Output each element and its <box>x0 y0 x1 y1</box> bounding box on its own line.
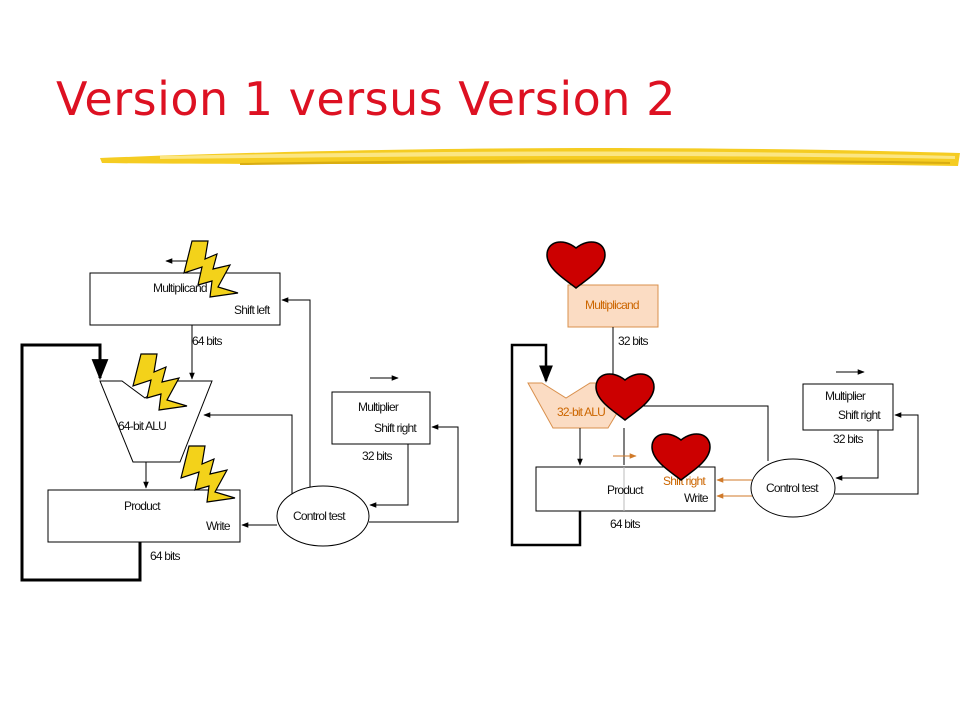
v2-product-shift: Shift right <box>663 474 706 488</box>
v2-multiplier-width: 32 bits <box>833 432 864 446</box>
version1-diagram: Multiplicand Shift left 64 bits 64-bit A… <box>20 240 459 582</box>
v2-product-width: 64 bits <box>610 517 641 531</box>
v1-alu-label: 64-bit ALU <box>118 419 166 433</box>
v2-multiplicand-width: 32 bits <box>618 334 649 348</box>
v2-multiplier-register <box>802 383 894 431</box>
v2-multiplicand-register <box>567 284 659 328</box>
v1-multiplicand-shift: Shift left <box>234 303 271 317</box>
v1-product-label: Product <box>124 499 161 513</box>
v1-multiplicand-label: Multiplicand <box>153 281 207 295</box>
v1-multiplier-register <box>331 391 431 445</box>
v2-control-test <box>750 458 836 518</box>
version2-diagram: Multiplicand 32 bits 32-bit ALU Product … <box>510 241 919 547</box>
title-underline <box>100 148 960 166</box>
slide-title: Version 1 versus Version 2 <box>56 72 676 126</box>
heart-icon <box>546 241 606 289</box>
v1-wire-alu <box>203 412 293 494</box>
v1-wire-multiplier-bit <box>369 444 409 508</box>
v1-feedback-loop <box>20 343 142 582</box>
v1-product-width: 64 bits <box>150 549 181 563</box>
v2-multiplier-shift: Shift right <box>838 408 881 422</box>
v2-product-label: Product <box>607 483 644 497</box>
v2-alu-label: 32-bit ALU <box>557 405 605 419</box>
v1-control-test <box>276 485 370 547</box>
v2-product-write: Write <box>684 491 709 505</box>
v2-wire-multiplier-bit <box>835 430 879 481</box>
v1-multiplier-label: Multiplier <box>358 400 399 414</box>
v1-wire-shift-left <box>281 297 311 487</box>
v2-multiplier-label: Multiplier <box>825 389 866 403</box>
v2-wire-alu <box>627 403 769 461</box>
v1-multiplicand-register <box>89 272 281 326</box>
v1-multiplicand-width: 64 bits <box>192 334 223 348</box>
v1-alu <box>99 380 213 463</box>
v1-product-write: Write <box>206 519 231 533</box>
v2-feedback-loop <box>510 343 582 547</box>
v2-control-label: Control test <box>766 481 819 495</box>
v1-wire-shift-right <box>369 424 459 523</box>
v1-multiplier-width: 32 bits <box>362 449 393 463</box>
v2-wire-multiplier-shift <box>835 412 919 495</box>
v1-control-label: Control test <box>293 509 346 523</box>
v2-multiplicand-label: Multiplicand <box>585 298 639 312</box>
v1-multiplier-shift: Shift right <box>374 421 417 435</box>
